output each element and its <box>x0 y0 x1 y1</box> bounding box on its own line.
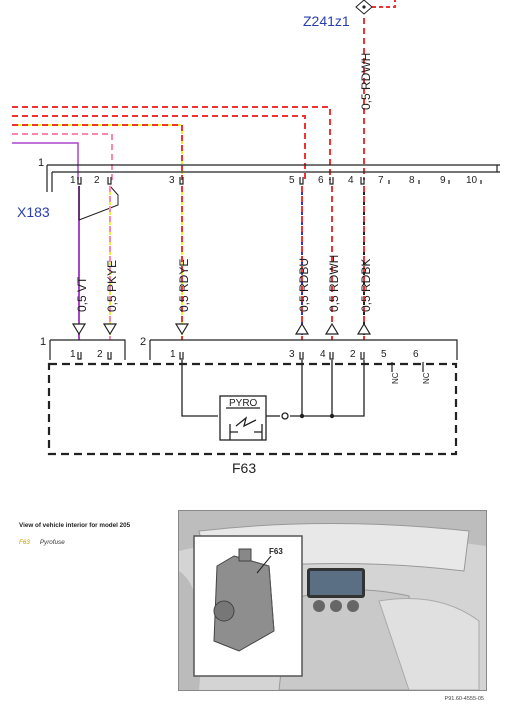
x183-connector <box>46 164 500 192</box>
nc-label-6: NC <box>422 372 431 384</box>
wire-label-pkye: 0,5 PKYE <box>105 260 119 312</box>
pyro-element <box>219 395 267 441</box>
wire-label-rdwh: 0,5 RDWH <box>327 255 341 312</box>
wiring-diagram: Z241z1 1 X183 1 2 3 5 6 4 7 8 9 10 <box>12 0 500 476</box>
z241z1-label: Z241z1 <box>303 13 350 29</box>
x183-pins: 1 2 3 5 6 4 7 8 9 10 <box>70 175 478 186</box>
f63-connector-housing <box>49 339 458 360</box>
x183-label: X183 <box>17 204 50 220</box>
f63-group-1: 1 <box>40 336 46 348</box>
connection-wires <box>78 185 365 340</box>
junction-dot <box>329 413 335 419</box>
f63-pin-2b: 2 <box>350 349 356 360</box>
photo-callout: F63 <box>269 547 283 556</box>
x183-pin-4: 4 <box>348 175 354 186</box>
wire-label-z241z1: 0,5 RDWH <box>359 53 373 110</box>
wire-label-rdye: 0,5 RDYE <box>177 259 191 312</box>
legend: View of vehicle interior for model 205 F… <box>19 522 179 546</box>
nc-markers: NC NC <box>391 362 431 384</box>
wire-label-vt: 0,5 VT <box>75 276 89 312</box>
x183-pin-7: 7 <box>378 175 384 186</box>
z241z1-connector: Z241z1 <box>303 0 373 29</box>
junction-dot <box>299 413 305 419</box>
x183-pin-terminals <box>77 177 482 185</box>
x183-pin-8: 8 <box>409 175 415 186</box>
f63-module-outline <box>47 362 458 456</box>
legend-title: View of vehicle interior for model 205 <box>19 522 131 529</box>
f63-label: F63 <box>232 460 256 476</box>
f63-pin-4: 4 <box>320 349 326 360</box>
f63-pins: 1 2 1 3 4 2 5 6 <box>70 349 419 360</box>
x183-group-number: 1 <box>38 157 44 169</box>
f63-pin-3: 3 <box>289 349 295 360</box>
f63-pin-5: 5 <box>381 349 387 360</box>
pyro-circuit <box>181 360 365 441</box>
wire-label-rdbu: 0,5 RDBU <box>297 258 311 312</box>
x183-pin-3: 3 <box>169 175 175 186</box>
f63-pin-2a: 2 <box>97 349 103 360</box>
legend-row: F63 Pyrofuse <box>19 539 179 546</box>
f63-pin-1b: 1 <box>170 349 176 360</box>
wire-label-rdbk: 0,5 RDBK <box>359 259 373 312</box>
legend-description: Pyrofuse <box>39 539 65 546</box>
incoming-wires <box>12 0 396 180</box>
wire-labels: 0,5 RDWH 0,5 VT 0,5 PKYE 0,5 RDYE 0,5 RD… <box>75 53 373 312</box>
figure-reference: P91.60-4555-05 <box>444 696 484 702</box>
f63-group-2: 2 <box>140 336 146 348</box>
x183-pin-9: 9 <box>440 175 446 186</box>
nc-label-5: NC <box>391 372 400 384</box>
x183-pin-2: 2 <box>94 175 100 186</box>
x183-pin-5: 5 <box>289 175 295 186</box>
f63-pin-6: 6 <box>413 349 419 360</box>
legend-code: F63 <box>19 539 30 546</box>
x183-pin-1: 1 <box>70 175 76 186</box>
pyro-label: PYRO <box>229 398 258 409</box>
f63-pin-1a: 1 <box>70 349 76 360</box>
f63-pin-terminals <box>77 352 365 360</box>
x183-pin-6: 6 <box>318 175 324 186</box>
signal-arrows <box>71 322 372 336</box>
vehicle-interior-photo: F63 <box>178 510 487 691</box>
x183-pin-10: 10 <box>466 175 478 186</box>
